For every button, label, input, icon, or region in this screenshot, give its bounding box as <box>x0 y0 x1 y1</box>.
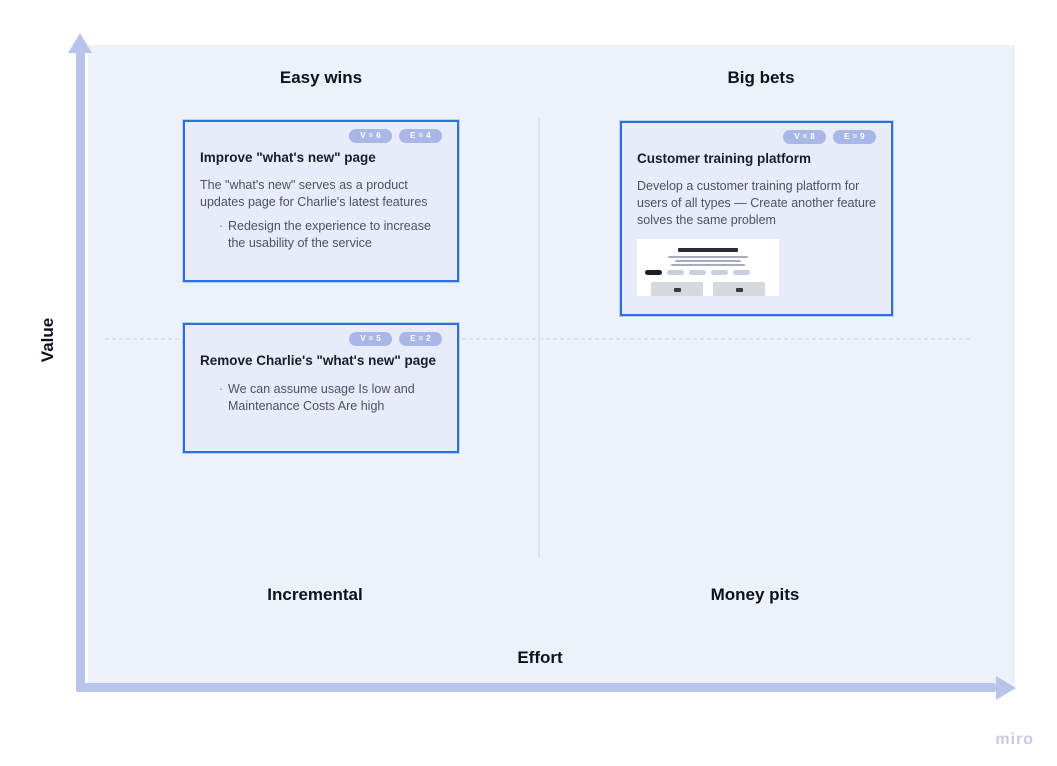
quadrant-label-incremental: Incremental <box>267 585 363 604</box>
card-remove-charlies-whats-new-page[interactable]: V = 5 E = 2 Remove Charlie's "what's new… <box>183 323 459 453</box>
value-badge[interactable]: V = 6 <box>349 129 393 143</box>
thumbnail-text-line <box>668 255 748 258</box>
badge-row: V = 8 E = 9 <box>637 130 876 144</box>
value-axis-arrow-icon <box>68 33 92 53</box>
effort-axis-label: Effort <box>517 648 563 667</box>
quadrant-divider-horizontal <box>105 338 973 340</box>
bullet-dot-icon: · <box>218 381 224 396</box>
thumbnail-tab-pills <box>645 269 750 275</box>
thumbnail-text-line <box>675 259 741 262</box>
miro-logo[interactable]: miro <box>995 731 1034 748</box>
badge-row: V = 6 E = 4 <box>200 129 442 143</box>
value-badge[interactable]: V = 5 <box>349 332 393 346</box>
pill <box>711 269 728 275</box>
effort-badge[interactable]: E = 2 <box>399 332 442 346</box>
card-title: Customer training platform <box>637 151 812 166</box>
effort-axis-line <box>76 683 996 692</box>
card-bullet-list: · We can assume usage Is low and Mainten… <box>200 381 442 415</box>
effort-badge[interactable]: E = 9 <box>833 130 876 144</box>
quadrant-label-money-pits: Money pits <box>710 585 800 604</box>
card-bullet-list: · Redesign the experience to increase th… <box>200 218 442 252</box>
effort-badge[interactable]: E = 4 <box>399 129 442 143</box>
card-title: Improve "what's new" page <box>200 150 376 165</box>
thumbnail-box <box>713 281 765 296</box>
thumbnail-text-line <box>671 263 745 266</box>
pill <box>689 269 706 275</box>
card-description: The "what's new" serves as a product upd… <box>200 177 428 209</box>
card-customer-training-platform[interactable]: V = 8 E = 9 Customer training platform D… <box>620 121 893 316</box>
quadrant-label-easy-wins: Easy wins <box>279 68 363 87</box>
pill <box>733 269 750 275</box>
thumbnail-content-boxes <box>651 281 765 296</box>
effort-axis-arrow-icon <box>996 676 1016 700</box>
card-description: Develop a customer training platform for… <box>637 178 877 227</box>
pill <box>667 269 684 275</box>
quadrant-label-big-bets: Big bets <box>727 68 795 87</box>
card-title: Remove Charlie's "what's new" page <box>200 353 437 368</box>
bullet-item: · Redesign the experience to increase th… <box>200 218 442 252</box>
value-axis-line <box>76 52 85 688</box>
value-axis-label: Value <box>38 317 57 363</box>
bullet-dot-icon: · <box>218 218 224 233</box>
card-improve-whats-new-page[interactable]: V = 6 E = 4 Improve "what's new" page Th… <box>183 120 459 282</box>
bullet-text: Redesign the experience to increase the … <box>228 218 431 250</box>
pill-active <box>645 269 662 275</box>
bullet-text: We can assume usage Is low and Maintenan… <box>228 381 415 413</box>
thumbnail-heading-bar <box>678 247 738 252</box>
bullet-item: · We can assume usage Is low and Mainten… <box>200 381 442 415</box>
webpage-mockup-thumbnail[interactable] <box>637 238 779 296</box>
thumbnail-box <box>651 281 703 296</box>
badge-row: V = 5 E = 2 <box>200 332 442 346</box>
value-badge[interactable]: V = 8 <box>783 130 827 144</box>
